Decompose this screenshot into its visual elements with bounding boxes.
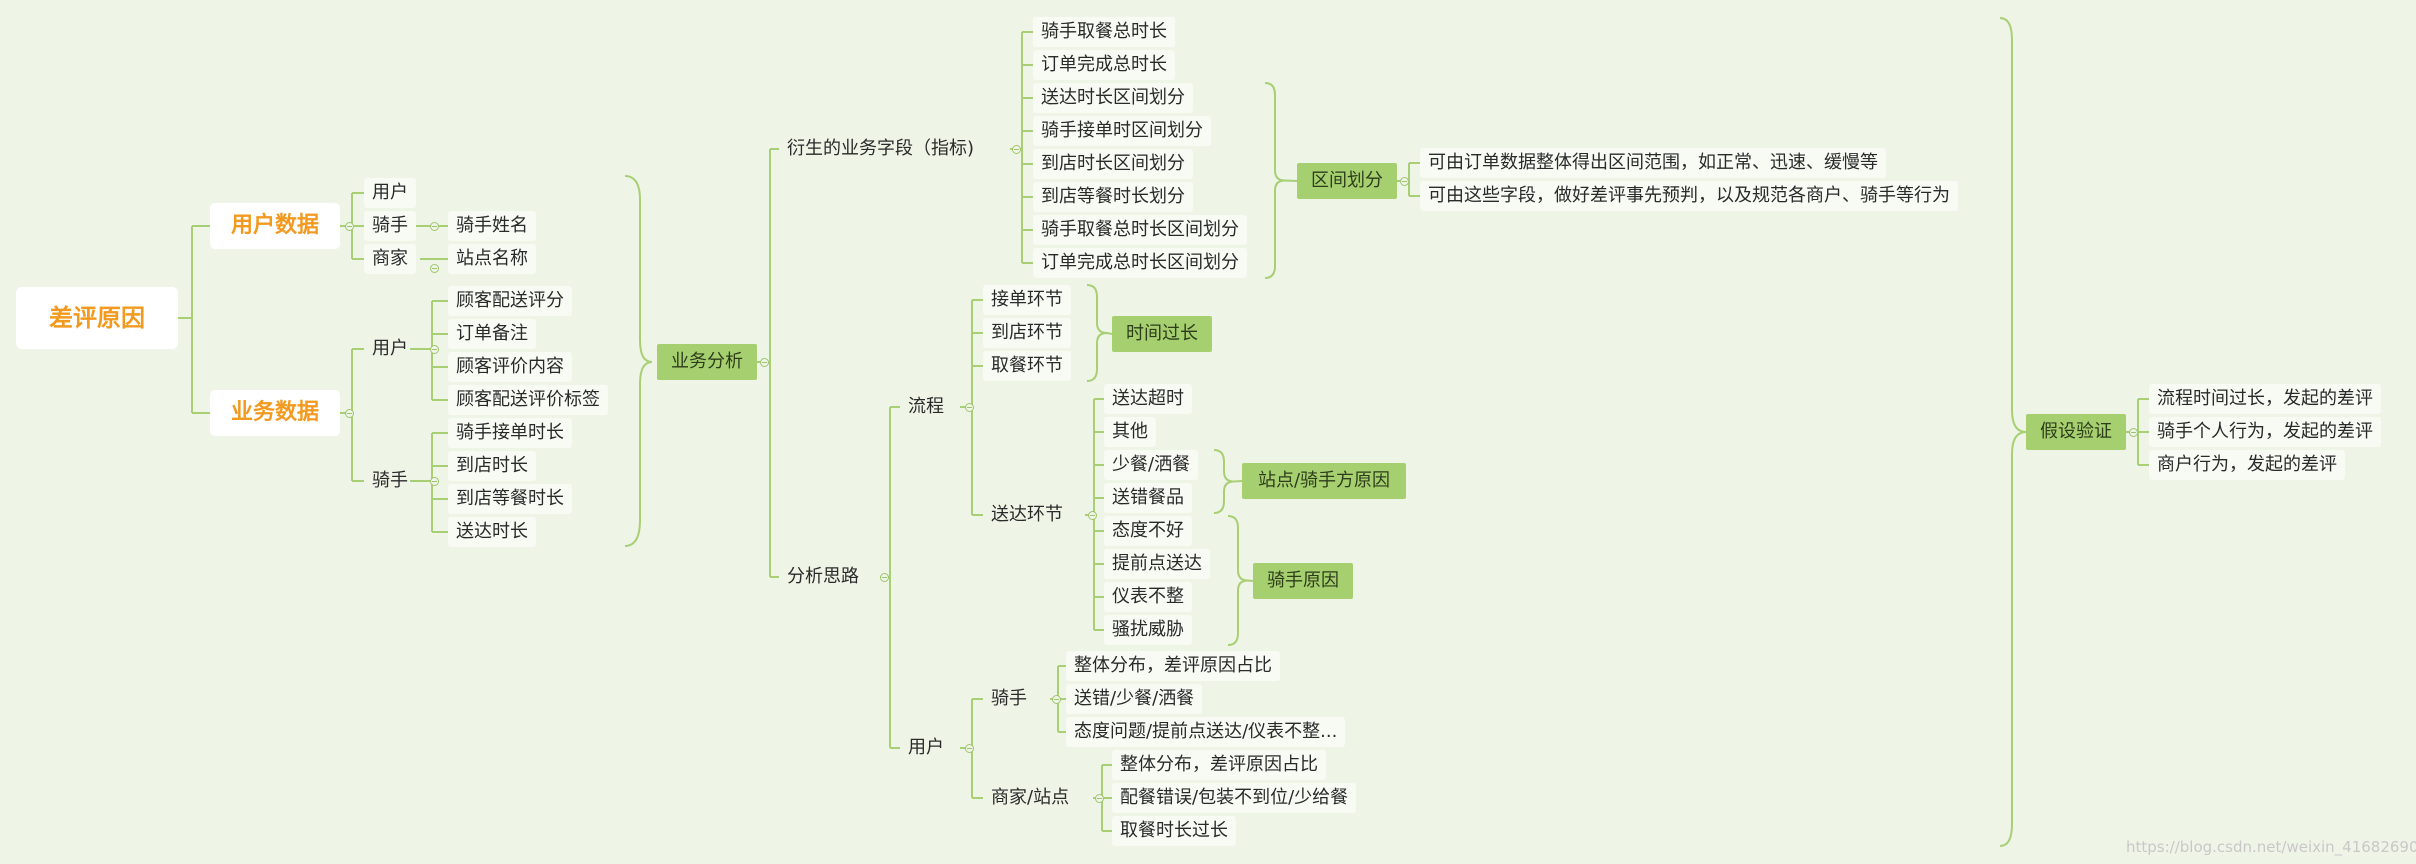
collapse-toggle-icon[interactable] xyxy=(1012,145,1021,154)
role-merchant[interactable]: 商家 xyxy=(364,244,416,274)
process-node[interactable]: 流程 xyxy=(908,396,944,417)
delivery-issue[interactable]: 提前点送达 xyxy=(1104,549,1210,579)
biz-rider-item[interactable]: 到店时长 xyxy=(448,451,536,481)
interval-division-node[interactable]: 区间划分 xyxy=(1297,163,1397,199)
approach-rider-item[interactable]: 整体分布，差评原因占比 xyxy=(1066,651,1280,681)
biz-user-node[interactable]: 用户 xyxy=(372,338,408,359)
hypothesis-node[interactable]: 假设验证 xyxy=(2026,414,2126,450)
collapse-toggle-icon[interactable] xyxy=(760,358,769,367)
rider-cause-brace xyxy=(1227,515,1254,646)
derived-fields-node[interactable]: 衍生的业务字段（指标) xyxy=(787,138,975,159)
delivery-stage-node[interactable]: 送达环节 xyxy=(991,504,1063,525)
derived-item[interactable]: 骑手接单时区间划分 xyxy=(1033,116,1211,146)
analysis-approach-node[interactable]: 分析思路 xyxy=(787,566,859,587)
delivery-issue[interactable]: 送错餐品 xyxy=(1104,483,1192,513)
collapse-toggle-icon[interactable] xyxy=(430,477,439,486)
hypothesis-item[interactable]: 流程时间过长，发起的差评 xyxy=(2149,384,2381,414)
hypothesis-brace xyxy=(1999,17,2027,847)
interval-brace xyxy=(1264,82,1298,279)
station-name[interactable]: 站点名称 xyxy=(448,244,536,274)
collapse-toggle-icon[interactable] xyxy=(1052,695,1061,704)
delivery-issue[interactable]: 其他 xyxy=(1104,417,1156,447)
process-stage[interactable]: 到店环节 xyxy=(983,318,1071,348)
rider-name[interactable]: 骑手姓名 xyxy=(448,211,536,241)
watermark: https://blog.csdn.net/weixin_41682690 xyxy=(2126,838,2416,856)
root-node[interactable]: 差评原因 xyxy=(16,287,178,349)
collapse-toggle-icon[interactable] xyxy=(345,409,354,418)
approach-rider-item[interactable]: 送错/少餐/洒餐 xyxy=(1066,684,1203,714)
collapse-toggle-icon[interactable] xyxy=(1095,794,1104,803)
delivery-issue[interactable]: 仪表不整 xyxy=(1104,582,1192,612)
approach-merchant-node[interactable]: 商家/站点 xyxy=(991,787,1070,808)
derived-item[interactable]: 到店时长区间划分 xyxy=(1033,149,1193,179)
biz-rider-item[interactable]: 到店等餐时长 xyxy=(448,484,572,514)
derived-item[interactable]: 送达时长区间划分 xyxy=(1033,83,1193,113)
rider-cause-node[interactable]: 骑手原因 xyxy=(1253,563,1353,599)
approach-merchant-item[interactable]: 配餐错误/包装不到位/少给餐 xyxy=(1112,783,1357,813)
biz-user-item[interactable]: 顾客评价内容 xyxy=(448,352,572,382)
delivery-issue[interactable]: 骚扰威胁 xyxy=(1104,615,1192,645)
biz-user-item[interactable]: 顾客配送评分 xyxy=(448,286,572,316)
process-stage[interactable]: 取餐环节 xyxy=(983,351,1071,381)
biz-user-item[interactable]: 订单备注 xyxy=(448,319,536,349)
user-data-node[interactable]: 用户数据 xyxy=(210,203,340,249)
collapse-toggle-icon[interactable] xyxy=(430,345,439,354)
station-rider-brace xyxy=(1213,449,1243,514)
derived-item[interactable]: 骑手取餐总时长区间划分 xyxy=(1033,215,1247,245)
role-user[interactable]: 用户 xyxy=(364,178,416,208)
collapse-toggle-icon[interactable] xyxy=(880,573,889,582)
collapse-toggle-icon[interactable] xyxy=(965,744,974,753)
interval-note[interactable]: 可由订单数据整体得出区间范围，如正常、迅速、缓慢等 xyxy=(1420,148,1886,178)
station-rider-cause-node[interactable]: 站点/骑手方原因 xyxy=(1242,463,1406,499)
hypothesis-item[interactable]: 骑手个人行为，发起的差评 xyxy=(2149,417,2381,447)
time-brace xyxy=(1086,284,1113,382)
approach-user-node[interactable]: 用户 xyxy=(908,737,944,758)
delivery-issue[interactable]: 送达超时 xyxy=(1104,384,1192,414)
derived-item[interactable]: 到店等餐时长划分 xyxy=(1033,182,1193,212)
hypothesis-item[interactable]: 商户行为，发起的差评 xyxy=(2149,450,2345,480)
interval-note[interactable]: 可由这些字段，做好差评事先预判，以及规范各商户、骑手等行为 xyxy=(1420,181,1958,211)
collapse-toggle-icon[interactable] xyxy=(430,222,439,231)
role-rider[interactable]: 骑手 xyxy=(364,211,416,241)
derived-item[interactable]: 订单完成总时长 xyxy=(1033,50,1175,80)
approach-merchant-item[interactable]: 整体分布，差评原因占比 xyxy=(1112,750,1326,780)
analysis-brace xyxy=(624,175,653,547)
approach-rider-item[interactable]: 态度问题/提前点送达/仪表不整... xyxy=(1066,717,1346,747)
derived-item[interactable]: 骑手取餐总时长 xyxy=(1033,17,1175,47)
biz-rider-item[interactable]: 送达时长 xyxy=(448,517,536,547)
collapse-toggle-icon[interactable] xyxy=(2129,428,2138,437)
biz-rider-node[interactable]: 骑手 xyxy=(372,470,408,491)
derived-item[interactable]: 订单完成总时长区间划分 xyxy=(1033,248,1247,278)
approach-merchant-item[interactable]: 取餐时长过长 xyxy=(1112,816,1236,846)
business-analysis-node[interactable]: 业务分析 xyxy=(657,344,757,380)
approach-rider-node[interactable]: 骑手 xyxy=(991,688,1027,709)
delivery-issue[interactable]: 少餐/洒餐 xyxy=(1104,450,1199,480)
time-too-long-node[interactable]: 时间过长 xyxy=(1112,316,1212,352)
collapse-toggle-icon[interactable] xyxy=(430,264,439,273)
business-data-node[interactable]: 业务数据 xyxy=(210,390,340,436)
collapse-toggle-icon[interactable] xyxy=(1088,511,1097,520)
collapse-toggle-icon[interactable] xyxy=(1400,177,1409,186)
biz-user-item[interactable]: 顾客配送评价标签 xyxy=(448,385,608,415)
process-stage[interactable]: 接单环节 xyxy=(983,285,1071,315)
delivery-issue[interactable]: 态度不好 xyxy=(1104,516,1192,546)
biz-rider-item[interactable]: 骑手接单时长 xyxy=(448,418,572,448)
collapse-toggle-icon[interactable] xyxy=(965,403,974,412)
collapse-toggle-icon[interactable] xyxy=(345,222,354,231)
